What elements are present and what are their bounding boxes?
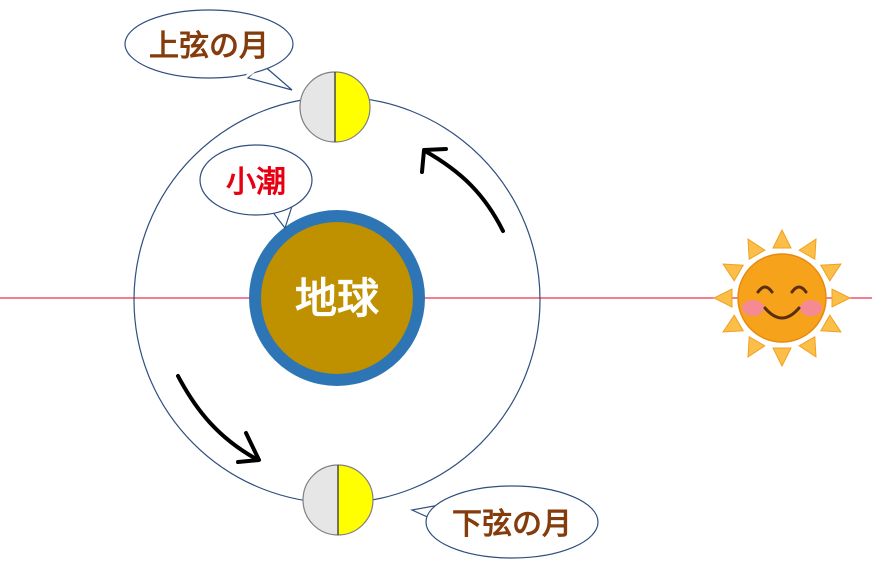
earth: 地球 xyxy=(249,210,425,386)
tide-bubble: 小潮 xyxy=(199,144,313,230)
last-quarter-label: 下弦の月 xyxy=(452,507,572,542)
half-moon-icon xyxy=(302,464,374,536)
earth-label: 地球 xyxy=(295,274,380,323)
tide-label: 小潮 xyxy=(226,165,286,200)
first-quarter-label: 上弦の月 xyxy=(149,29,269,64)
first-quarter-bubble: 上弦の月 xyxy=(124,9,294,91)
half-moon-icon xyxy=(299,71,371,143)
orbit-direction-arrow xyxy=(176,374,261,464)
last-quarter-bubble: 下弦の月 xyxy=(409,485,599,559)
orbit-direction-arrow xyxy=(420,147,505,233)
smiling-sun-icon xyxy=(712,228,852,368)
